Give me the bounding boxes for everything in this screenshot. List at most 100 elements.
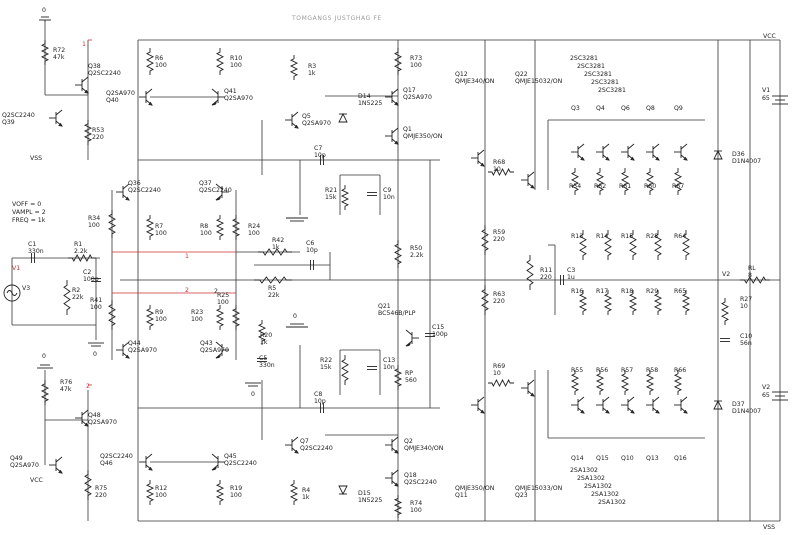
transistor-q4: Q4 xyxy=(596,105,610,161)
svg-text:R58: R58 xyxy=(646,367,658,374)
svg-text:10: 10 xyxy=(493,370,501,377)
svg-text:R20: R20 xyxy=(260,332,272,339)
net-label-1-top: 1 xyxy=(82,41,86,48)
svg-text:R61: R61 xyxy=(619,183,631,190)
svg-text:560: 560 xyxy=(405,377,417,384)
svg-text:R10: R10 xyxy=(230,55,242,62)
svg-text:Q38: Q38 xyxy=(88,63,101,70)
svg-text:Q5: Q5 xyxy=(302,113,311,120)
svg-text:100: 100 xyxy=(191,316,203,323)
net-label-2-bottom: 2 xyxy=(86,383,90,390)
svg-text:100: 100 xyxy=(230,492,242,499)
svg-text:10p: 10p xyxy=(314,398,326,405)
svg-text:R11: R11 xyxy=(540,267,552,274)
svg-text:Q21: Q21 xyxy=(378,303,391,310)
svg-text:R14: R14 xyxy=(596,233,608,240)
svg-text:R55: R55 xyxy=(571,367,583,374)
svg-text:R72: R72 xyxy=(53,47,65,54)
ground-symbol: 0 xyxy=(286,217,308,328)
svg-text:R53: R53 xyxy=(92,127,104,134)
svg-text:C1: C1 xyxy=(28,241,36,248)
svg-text:R50: R50 xyxy=(410,245,422,252)
svg-text:100p: 100p xyxy=(432,331,448,338)
svg-text:R63: R63 xyxy=(493,291,505,298)
svg-text:D37: D37 xyxy=(732,401,745,408)
transistor-q9: Q9 xyxy=(674,105,688,161)
svg-text:QMJE15033/ON: QMJE15033/ON xyxy=(515,485,563,492)
net-label-2-mid: 2 xyxy=(185,287,189,294)
transistor-q14: Q14 xyxy=(571,396,585,462)
svg-text:0: 0 xyxy=(93,351,97,358)
resistor-r60: R60 xyxy=(644,168,656,195)
svg-text:R4: R4 xyxy=(302,487,310,494)
svg-text:10: 10 xyxy=(740,303,748,310)
svg-text:Q18: Q18 xyxy=(404,472,417,479)
svg-text:R9: R9 xyxy=(155,309,163,316)
svg-text:C5: C5 xyxy=(259,355,267,362)
svg-text:D15: D15 xyxy=(358,490,371,497)
svg-text:2SA1302: 2SA1302 xyxy=(598,499,626,506)
svg-text:Q40: Q40 xyxy=(106,97,119,104)
svg-text:100: 100 xyxy=(90,304,102,311)
svg-text:Q39: Q39 xyxy=(2,119,15,126)
svg-text:100: 100 xyxy=(410,507,422,514)
svg-text:1k: 1k xyxy=(272,244,280,251)
svg-text:220: 220 xyxy=(92,134,104,141)
svg-text:Q2SA970: Q2SA970 xyxy=(10,462,39,469)
transistor-q8: Q8 xyxy=(646,105,660,161)
svg-text:Q9: Q9 xyxy=(674,105,683,112)
svg-text:10p: 10p xyxy=(306,247,318,254)
ground-symbol: 0 xyxy=(88,342,104,358)
svg-text:C13: C13 xyxy=(383,357,395,364)
svg-text:Q2SA970: Q2SA970 xyxy=(128,347,157,354)
svg-text:Q2SA970: Q2SA970 xyxy=(106,90,135,97)
ground-symbol: 0 xyxy=(245,382,261,398)
svg-text:Q15: Q15 xyxy=(596,455,609,462)
svg-text:QMJE15032/ON: QMJE15032/ON xyxy=(515,78,563,85)
svg-text:R57: R57 xyxy=(621,367,633,374)
resistor-r29: R29 xyxy=(646,288,663,315)
svg-text:100: 100 xyxy=(155,492,167,499)
svg-text:2SC3281: 2SC3281 xyxy=(598,87,626,94)
svg-text:100: 100 xyxy=(230,62,242,69)
resistor-r56: R56 xyxy=(595,367,608,395)
svg-text:10p: 10p xyxy=(314,152,326,159)
svg-text:D14: D14 xyxy=(358,93,371,100)
source-param: FREQ = 1k xyxy=(12,217,46,224)
svg-text:R60: R60 xyxy=(644,183,656,190)
source-param: VOFF = 0 xyxy=(12,201,41,208)
svg-text:47k: 47k xyxy=(60,386,72,393)
svg-text:QMJE350/ON: QMJE350/ON xyxy=(403,133,443,140)
svg-text:Q13: Q13 xyxy=(646,455,659,462)
svg-text:2SC3281: 2SC3281 xyxy=(577,63,605,70)
net-label-2-r25: 2 xyxy=(214,288,218,295)
svg-text:C2: C2 xyxy=(83,269,91,276)
svg-text:Q16: Q16 xyxy=(674,455,687,462)
